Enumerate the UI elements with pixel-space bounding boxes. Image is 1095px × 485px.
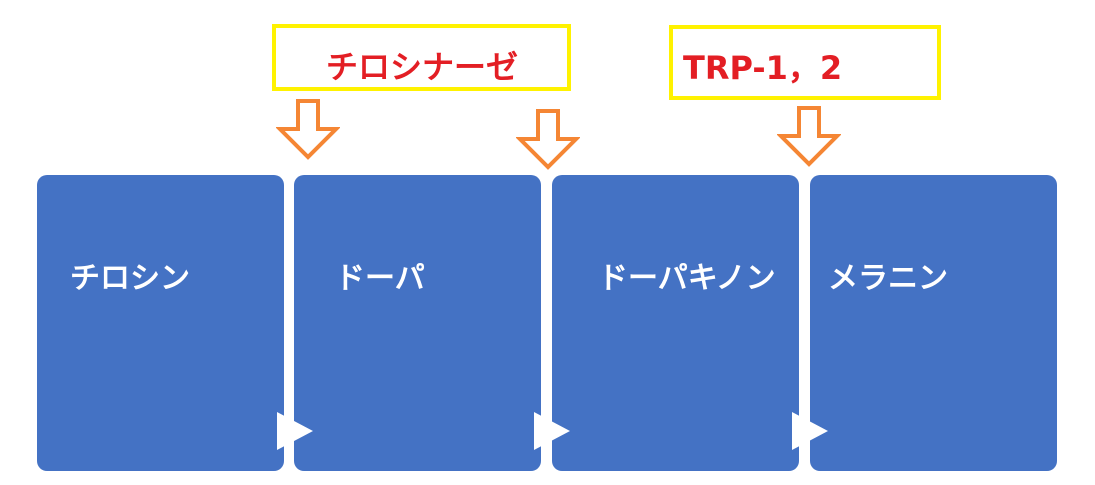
flow-triangle-icon [534, 412, 570, 450]
down-arrow-icon [777, 106, 841, 167]
enzyme-tyrosinase-box: チロシナーゼ [272, 24, 571, 91]
step-label: ドーパキノン [598, 261, 776, 296]
step-label: ドーパ [335, 261, 425, 296]
step-melanin: メラニン [810, 175, 1057, 471]
step-tyrosine: チロシン [37, 175, 284, 471]
step-label: チロシン [70, 261, 190, 296]
down-arrow-icon [516, 109, 580, 170]
enzyme-trp-box: TRP-1，2 [669, 25, 941, 100]
step-label: メラニン [828, 261, 948, 296]
enzyme-label: チロシナーゼ [326, 48, 519, 86]
enzyme-label: TRP-1，2 [683, 49, 843, 87]
down-arrow-icon [276, 99, 340, 160]
flow-triangle-icon [792, 412, 828, 450]
flow-triangle-icon [277, 412, 313, 450]
step-dopa: ドーパ [294, 175, 541, 471]
step-dopaquinone: ドーパキノン [552, 175, 799, 471]
